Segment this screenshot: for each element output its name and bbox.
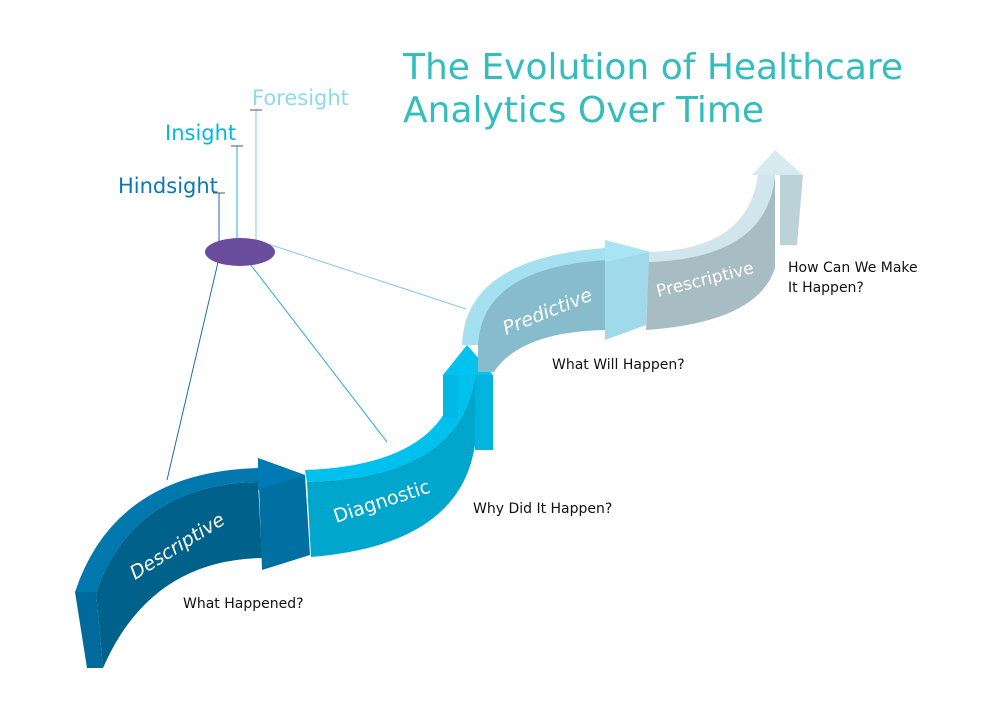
prescriptive-question-line-1: How Can We Make — [788, 260, 918, 276]
descriptive-arrow — [75, 458, 310, 668]
descriptive-question: What Happened? — [183, 596, 304, 612]
title-line-1: The Evolution of Healthcare — [403, 47, 904, 88]
foresight-connector — [255, 110, 467, 310]
hub-ellipse — [205, 238, 275, 266]
hindsight-connector — [166, 193, 220, 481]
predictive-question: What Will Happen? — [552, 357, 685, 373]
diagnostic-question: Why Did It Happen? — [473, 501, 613, 517]
insight-connector — [236, 146, 388, 443]
prescriptive-arrow — [646, 150, 803, 330]
prescriptive-question: How Can We Make It Happen? — [788, 258, 918, 298]
foresight-label: Foresight — [252, 86, 349, 110]
predictive-arrow — [462, 240, 650, 372]
prescriptive-question-line-2: It Happen? — [788, 280, 864, 296]
title-line-2: Analytics Over Time — [403, 90, 765, 131]
diagnostic-arrow — [305, 345, 493, 557]
hindsight-label: Hindsight — [118, 174, 218, 198]
page-title: The Evolution of Healthcare Analytics Ov… — [403, 46, 903, 132]
insight-label: Insight — [165, 121, 237, 145]
